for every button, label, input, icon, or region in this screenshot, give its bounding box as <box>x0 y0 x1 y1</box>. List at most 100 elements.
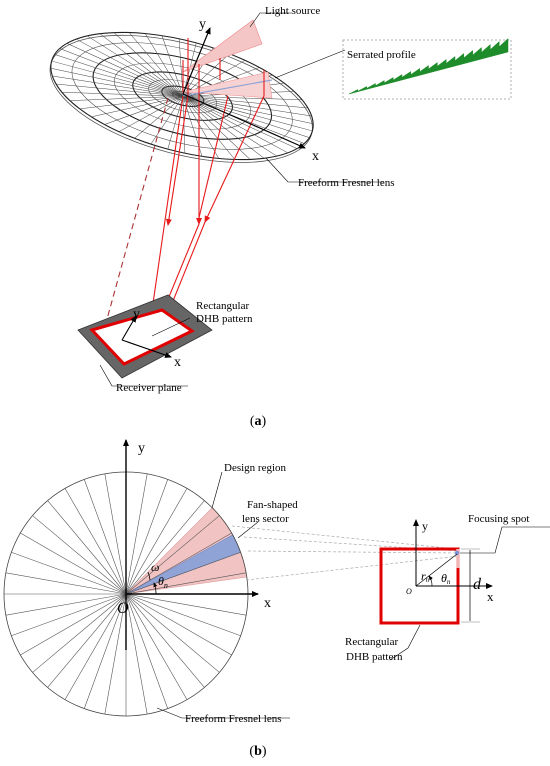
serrated-profile <box>348 37 509 95</box>
pattern-b-label-1: Rectangular <box>345 636 398 648</box>
fan-label-2: lens sector <box>242 513 289 525</box>
lens-spoke <box>167 96 184 150</box>
light-source-leader <box>249 12 292 28</box>
axis-y-b-label: y <box>138 441 145 456</box>
lens-spoke <box>118 96 184 132</box>
panel-a: y x Light source Serrated profile Freefo… <box>49 5 512 429</box>
serrated-leader <box>274 49 346 79</box>
square-axis-x-label: x <box>487 589 494 604</box>
receiver-axis-y <box>121 315 137 341</box>
lens-radial-line <box>104 473 127 595</box>
lens-spoke <box>69 96 183 101</box>
lens-spoke <box>128 32 184 97</box>
lens-radial-line <box>20 532 127 595</box>
serrated-profile-box <box>342 39 512 100</box>
lens-radial-line <box>32 593 127 673</box>
lens-spoke <box>182 96 314 124</box>
lens-radial-line <box>125 593 241 637</box>
lens-spoke <box>56 83 183 97</box>
lens-radial-line <box>32 515 127 595</box>
pattern-b-leader <box>389 624 421 661</box>
lens-spoke <box>161 35 184 97</box>
lens-spoke <box>61 92 183 97</box>
lens-spoke <box>182 53 230 97</box>
axis-x-b-label: x <box>264 596 271 611</box>
design-region-leader <box>211 471 223 509</box>
lens-spoke <box>113 32 184 97</box>
lens-radial-line <box>11 551 127 595</box>
lens-spoke <box>178 38 184 97</box>
receiver-axis-y-label: y <box>133 307 140 322</box>
theta-arc <box>153 582 158 595</box>
lens-b-leader <box>156 707 290 719</box>
focus-label: Focusing spot <box>468 513 529 525</box>
lens-spoke <box>182 96 305 144</box>
lens-radial-line <box>125 593 148 715</box>
lens-radial-line <box>125 572 247 595</box>
fresnel-lens-3d <box>49 31 314 163</box>
lens-spoke <box>87 35 184 97</box>
lens-radial-line <box>125 593 188 700</box>
lens-radial-line <box>125 593 232 656</box>
lens-radial-line <box>104 593 127 715</box>
lens-radial-line <box>125 593 247 616</box>
omega-arc <box>147 571 151 581</box>
lens-spoke <box>134 96 184 139</box>
lens-radial-line <box>64 488 127 595</box>
square-theta-label: θn <box>441 571 451 586</box>
fan-label-1: Fan-shaped <box>247 499 298 511</box>
lens-spoke <box>182 96 308 109</box>
pattern-label-2: DHB pattern <box>196 313 253 325</box>
r-label: rn <box>421 569 430 584</box>
lens-label: Freeform Fresnel lens <box>298 177 395 189</box>
lens-axis-x-label: x <box>312 149 319 164</box>
focusing-spot-dot <box>454 550 460 556</box>
lens-spoke <box>182 96 298 149</box>
receiver-label: Receiver plane <box>116 382 182 394</box>
lens-radial-line <box>125 593 205 688</box>
lens-radial-line <box>125 532 232 595</box>
square-theta-arc <box>428 575 433 587</box>
lens-spoke <box>66 43 184 97</box>
lens-radial-line <box>47 500 127 595</box>
pattern-b-label-2: DHB pattern <box>346 651 403 663</box>
sector-edge-blue <box>182 79 273 97</box>
lens-radial-line <box>5 572 127 595</box>
lens-radial-line <box>83 479 127 595</box>
square-axis-y-label: y <box>422 519 428 533</box>
omega-label: ω <box>151 560 159 574</box>
lens-spoke <box>54 54 184 97</box>
lens-radial-line <box>64 593 127 700</box>
receiver-axis-x <box>121 339 172 358</box>
fan-leader <box>237 521 259 539</box>
lens-radial-line <box>125 500 205 595</box>
square-origin-label: O <box>406 587 412 596</box>
theta-label: θn <box>158 574 168 590</box>
serrated-wedge <box>348 37 509 95</box>
radius-line <box>415 553 458 587</box>
lens-b-label: Freeform Fresnel lens <box>185 713 282 725</box>
d-label: d <box>473 576 482 593</box>
lens-spoke <box>182 96 219 159</box>
pattern-leader <box>151 317 191 337</box>
lens-radial-line <box>20 593 127 656</box>
lens-spoke <box>104 96 184 125</box>
lens-spoke <box>79 96 183 110</box>
lens-spoke <box>182 96 236 160</box>
focus-leader <box>460 526 550 554</box>
receiver-leader <box>99 364 188 387</box>
caption-a: (a) <box>250 414 267 429</box>
lens-spoke <box>51 60 184 97</box>
dhb-pattern <box>89 308 195 366</box>
lens-radial-line <box>125 488 188 595</box>
lens-spoke <box>182 96 265 159</box>
lens-radial-line <box>125 515 220 595</box>
lens-spoke <box>182 96 313 132</box>
lens-axis-y-label: y <box>199 17 206 32</box>
pattern-label-1: Rectangular <box>196 300 249 312</box>
lens-spoke <box>182 96 312 117</box>
serrated-profile-label: Serrated profile <box>347 49 416 61</box>
panel-b: y x O θn ω Design region Fan-shaped lens… <box>3 439 550 759</box>
lens-radial-line <box>83 593 127 709</box>
lens-radial-line <box>11 593 127 637</box>
